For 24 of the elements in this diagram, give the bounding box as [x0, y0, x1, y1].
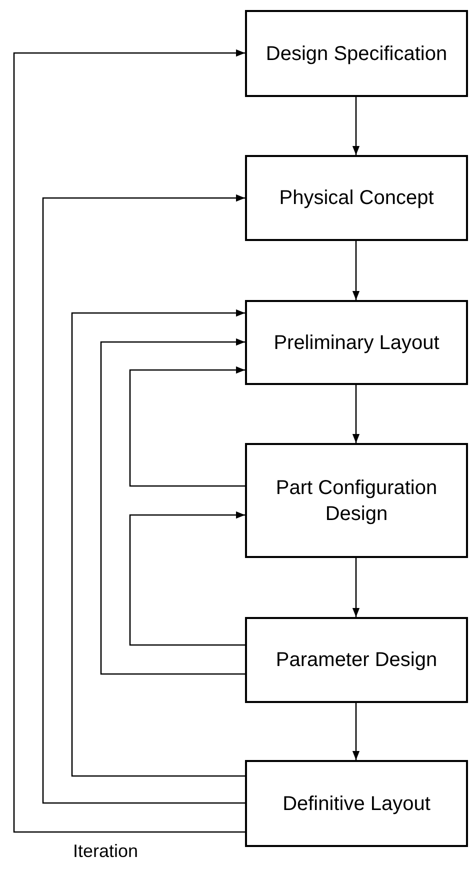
arrow	[71, 309, 245, 777]
process-box	[245, 617, 468, 703]
arrow	[352, 703, 360, 760]
arrow	[352, 241, 360, 300]
arrow	[352, 385, 360, 443]
box-text: Parameter Design	[276, 648, 438, 673]
box-text: Preliminary Layout	[274, 330, 440, 356]
process-box	[245, 10, 468, 97]
process-box	[245, 760, 468, 847]
box-text: Part Configuration Design	[274, 476, 438, 526]
box-text: Physical Concept	[279, 186, 434, 211]
arrow	[13, 49, 245, 833]
edge-label: Iteration	[73, 842, 138, 860]
box-text: Definitive Layout	[282, 792, 430, 816]
arrow	[42, 194, 245, 804]
process-box	[245, 155, 468, 241]
process-box	[245, 300, 468, 385]
arrow	[129, 511, 245, 646]
arrow	[100, 338, 245, 675]
process-box	[245, 443, 468, 558]
arrow	[352, 97, 360, 155]
box-text: Design Specification	[266, 42, 448, 66]
arrow	[129, 366, 245, 487]
arrow	[352, 558, 360, 617]
